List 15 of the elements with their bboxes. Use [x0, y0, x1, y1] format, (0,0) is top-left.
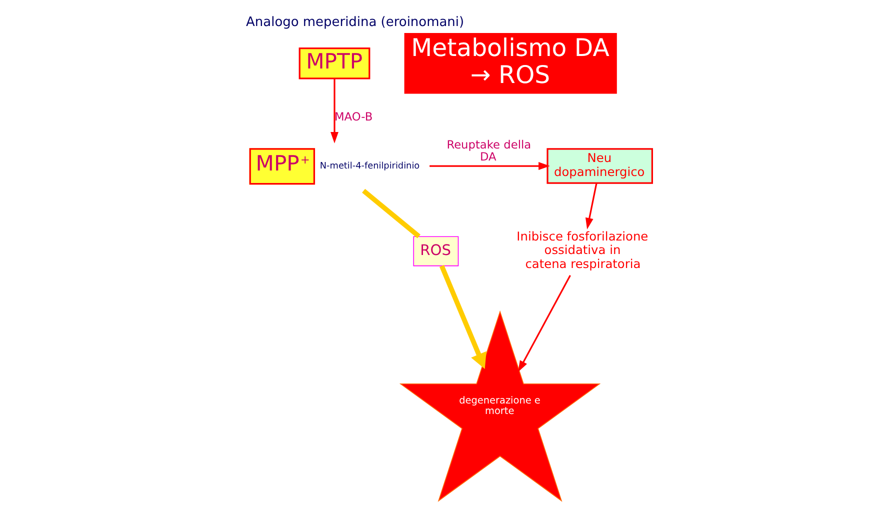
arrow — [584, 182, 597, 229]
node-box: MPTP — [298, 47, 370, 79]
arrow — [518, 274, 570, 372]
diagram-title: Analogo meperidina (eroinomani) — [246, 14, 464, 30]
node-box: ROS — [412, 236, 458, 266]
arrow — [439, 264, 486, 369]
node-box: Neu dopaminergico — [546, 148, 652, 184]
node-text: Inibisce fosforilazione ossidativa in catena respiratoria — [516, 228, 648, 270]
connector — [362, 188, 420, 238]
edge-label: Reuptake della DA — [446, 136, 531, 163]
arrow — [429, 162, 550, 170]
node-box: Metabolismo DA → ROS — [404, 32, 616, 94]
arrow — [330, 78, 338, 143]
edge-label: MAO-B — [334, 108, 372, 123]
node-label: N-metil-4-fenilpiridinio — [319, 161, 420, 172]
